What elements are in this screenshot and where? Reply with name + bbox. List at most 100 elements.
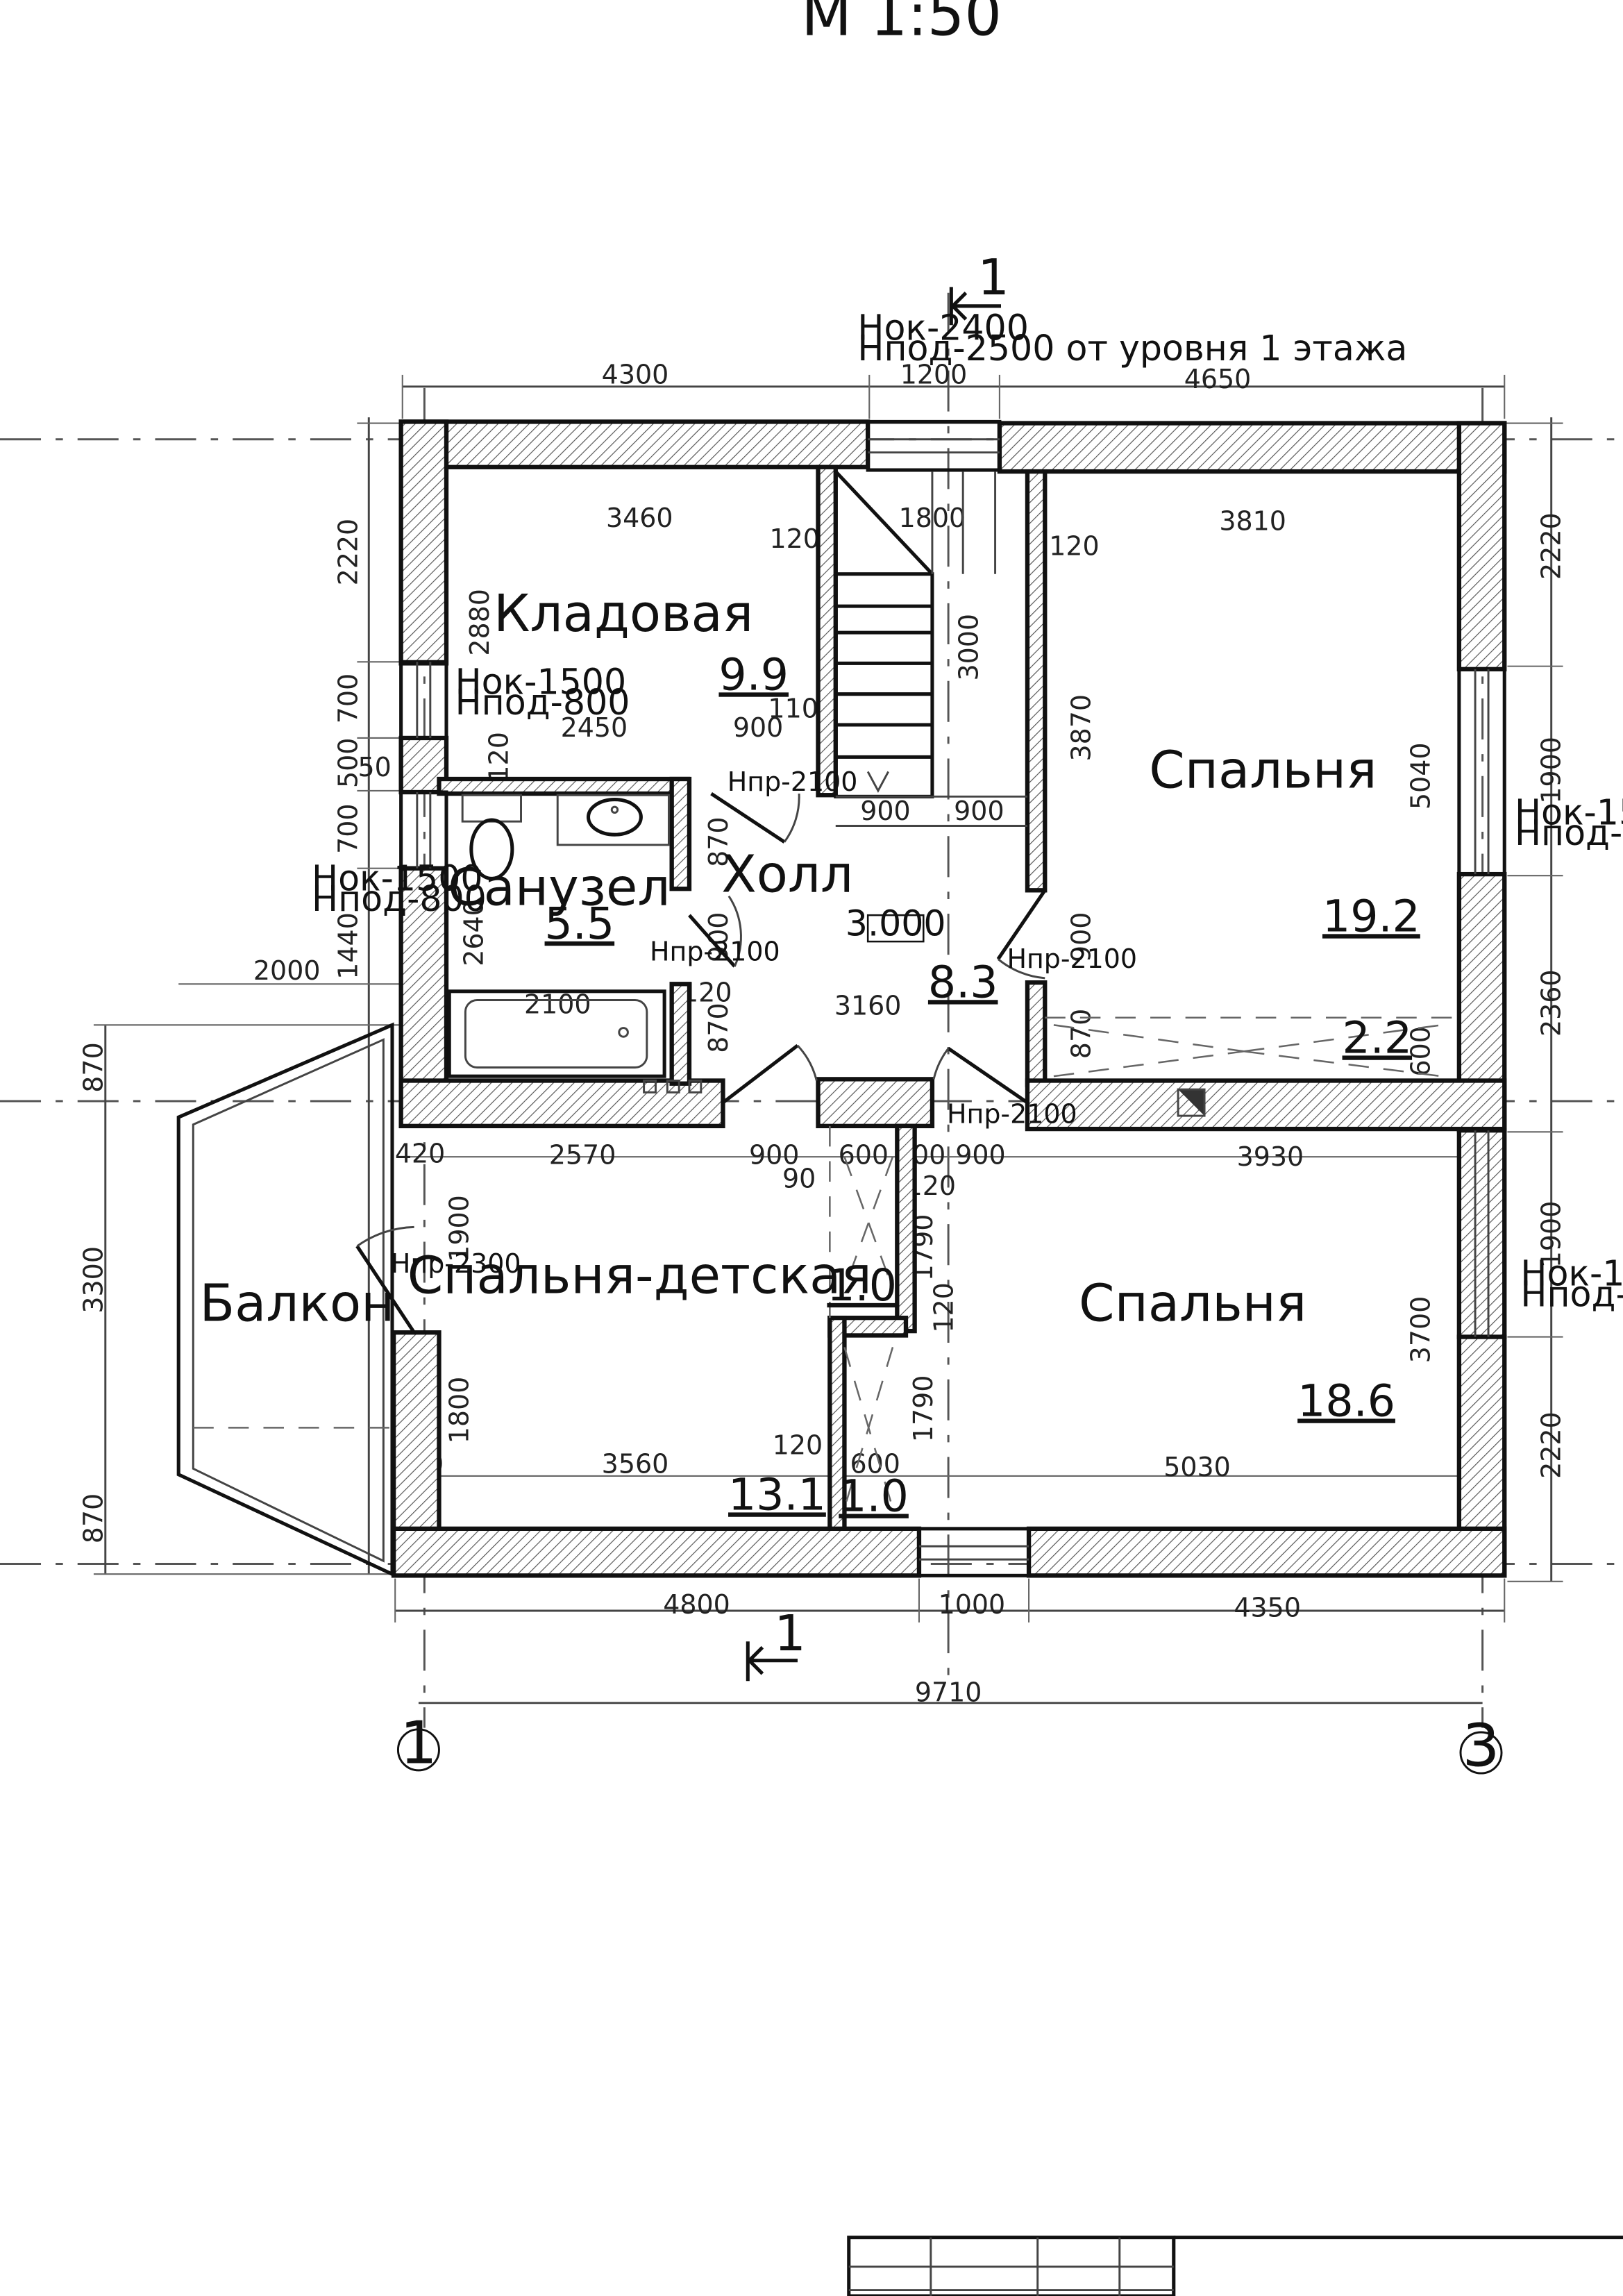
window-note-w2-line2: Нпод-800 — [312, 878, 487, 919]
doors — [355, 791, 1047, 1334]
svg-text:120: 120 — [928, 1282, 959, 1332]
room-kids-bedroom-name: Спальня-детская — [407, 1246, 872, 1305]
room-storage-name: Кладовая — [494, 584, 753, 644]
svg-text:3560: 3560 — [602, 1449, 669, 1480]
svg-text:9710: 9710 — [915, 1677, 982, 1708]
svg-text:870: 870 — [78, 1042, 109, 1092]
svg-text:1: 1 — [977, 248, 1009, 306]
svg-text:900: 900 — [733, 712, 783, 743]
svg-text:700: 700 — [333, 804, 363, 854]
svg-text:870: 870 — [78, 1493, 109, 1543]
svg-text:4350: 4350 — [1234, 1592, 1301, 1623]
room-bathroom-name: Санузел — [448, 857, 670, 917]
svg-text:110: 110 — [768, 693, 818, 723]
svg-text:900: 900 — [749, 1140, 799, 1171]
svg-text:1: 1 — [400, 1709, 437, 1777]
svg-text:3000: 3000 — [953, 614, 984, 681]
svg-text:1000: 1000 — [939, 1589, 1006, 1620]
stair-note-line1: Нок-2400 — [857, 307, 1029, 348]
svg-text:5040: 5040 — [1406, 743, 1436, 810]
svg-text:1800: 1800 — [444, 1377, 475, 1444]
svg-text:120: 120 — [484, 732, 514, 782]
svg-text:700: 700 — [333, 673, 363, 723]
closet-b-area: 1.0 — [839, 1470, 909, 1522]
stair-note-line2: Нпод-2500 от уровня 1 этажа — [857, 328, 1407, 369]
svg-text:120: 120 — [773, 1430, 823, 1460]
svg-text:2570: 2570 — [549, 1140, 616, 1171]
svg-text:900: 900 — [954, 796, 1004, 826]
door-note-hall-south: Нпр-2100 — [947, 1099, 1077, 1130]
svg-text:2220: 2220 — [1536, 1411, 1566, 1479]
svg-text:870: 870 — [703, 1003, 734, 1053]
svg-text:2880: 2880 — [464, 589, 495, 656]
door-note-bedroom-ne: Нпр-2100 — [1007, 944, 1137, 974]
svg-text:4300: 4300 — [602, 360, 669, 390]
svg-text:1200: 1200 — [900, 360, 968, 390]
closet-ne-area: 2.2 — [1343, 1012, 1413, 1063]
svg-text:3160: 3160 — [834, 991, 902, 1021]
svg-text:1440: 1440 — [333, 912, 363, 980]
svg-text:3700: 3700 — [1406, 1296, 1436, 1364]
window-note-w3-line2: Нпод-800 — [1515, 812, 1623, 853]
windows — [399, 419, 1506, 1577]
room-hall-name: Холл — [721, 844, 853, 904]
window-note-w3-line1: Нок-1500 — [1515, 791, 1623, 832]
svg-text:3: 3 — [1463, 1712, 1500, 1780]
room-storage-area: 9.9 — [718, 648, 789, 700]
svg-text:3460: 3460 — [606, 503, 673, 533]
svg-text:600: 600 — [839, 1140, 889, 1171]
svg-text:3870: 3870 — [1066, 694, 1097, 762]
room-bedroom-ne-name: Спальня — [1149, 741, 1377, 801]
window-note-w2-line1: Нок-1500 — [312, 857, 483, 898]
svg-text:1900: 1900 — [1536, 1201, 1566, 1268]
window-note-w4-line1: Нок-1500 — [1520, 1253, 1623, 1294]
door-note-bath: Нпр-2100 — [650, 937, 780, 967]
svg-text:2000: 2000 — [253, 955, 321, 986]
room-bedroom-se-name: Спальня — [1079, 1273, 1306, 1333]
svg-text:1790: 1790 — [908, 1375, 939, 1443]
bathroom-fixtures — [447, 794, 703, 1093]
window-note-w1-line1: Нок-1500 — [455, 662, 627, 703]
svg-text:4650: 4650 — [1184, 364, 1252, 394]
section-mark-top: 1 — [949, 248, 1009, 326]
room-bedroom-ne-area: 19.2 — [1322, 890, 1420, 941]
svg-text:870: 870 — [703, 816, 734, 866]
svg-text:120: 120 — [770, 523, 820, 554]
axis-marker-3: 3 — [1459, 1712, 1503, 1780]
svg-text:1900: 1900 — [1536, 737, 1566, 804]
svg-text:2450: 2450 — [561, 712, 628, 743]
svg-text:4800: 4800 — [663, 1589, 730, 1620]
stair — [834, 470, 1027, 827]
svg-text:2640: 2640 — [459, 899, 489, 966]
svg-text:900: 900 — [1066, 912, 1097, 962]
svg-text:420: 420 — [395, 1139, 445, 1169]
svg-text:3930: 3930 — [1237, 1141, 1304, 1172]
svg-text:600: 600 — [1406, 1026, 1436, 1076]
room-bedroom-se-area: 18.6 — [1297, 1375, 1395, 1426]
door-note-storage: Нпр-2100 — [728, 766, 858, 797]
room-balcony-name: Балкон — [199, 1273, 394, 1333]
window-note-w1-line2: Нпод-800 — [455, 682, 630, 723]
title-block — [847, 2236, 1623, 2296]
door-note-balcony: Нпр-2300 — [391, 1248, 521, 1279]
room-hall-area: 8.3 — [928, 956, 998, 1007]
svg-text:50: 50 — [358, 752, 392, 782]
svg-text:120: 120 — [1049, 530, 1099, 561]
window-note-w4-line2: Нпод-800 — [1520, 1273, 1623, 1314]
room-kids-bedroom-area: 13.1 — [728, 1468, 826, 1520]
svg-text:3810: 3810 — [1219, 505, 1286, 536]
svg-text:3300: 3300 — [78, 1246, 109, 1314]
svg-text:90: 90 — [782, 1163, 816, 1193]
level-mark-box — [866, 914, 925, 943]
svg-text:2220: 2220 — [333, 519, 363, 586]
svg-text:5030: 5030 — [1163, 1452, 1231, 1482]
svg-text:500: 500 — [333, 738, 363, 788]
svg-text:1900: 1900 — [444, 1195, 475, 1262]
svg-text:900: 900 — [860, 796, 910, 826]
svg-text:870: 870 — [1066, 1009, 1097, 1059]
svg-text:1: 1 — [774, 1604, 806, 1662]
svg-text:900: 900 — [955, 1140, 1005, 1171]
room-bathroom-area: 5.5 — [545, 898, 615, 949]
svg-text:2220: 2220 — [1536, 512, 1566, 580]
